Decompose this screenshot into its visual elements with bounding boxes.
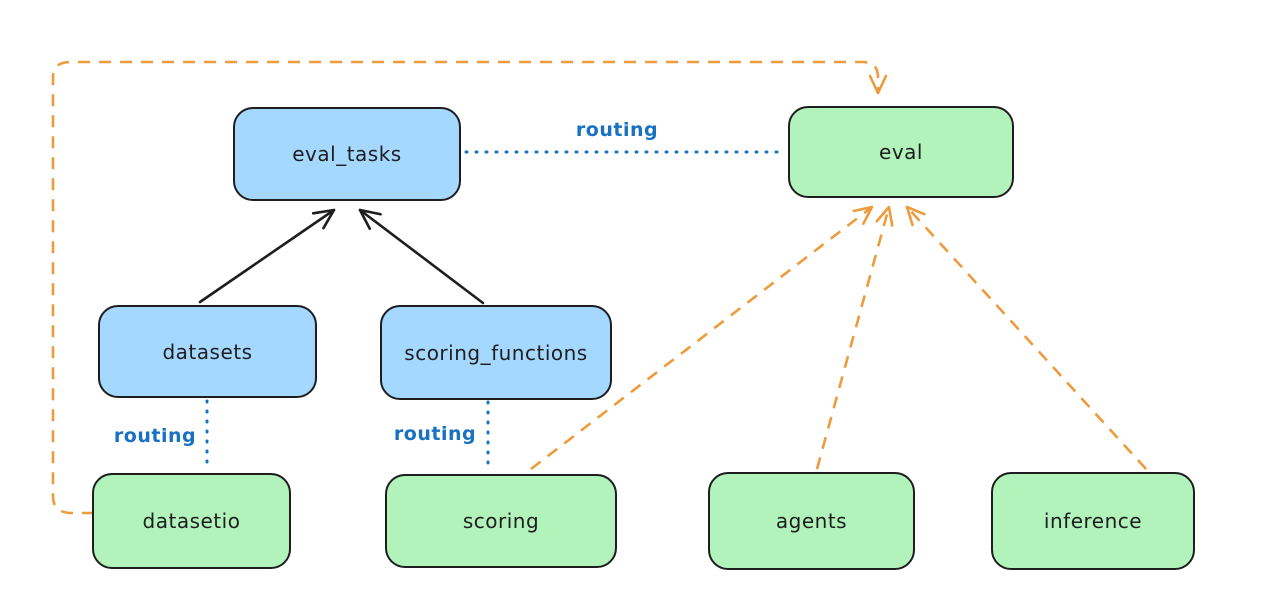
node-inference-label: inference (1043, 509, 1143, 533)
node-agents: agents (708, 472, 915, 570)
node-eval-tasks-label: eval_tasks (292, 142, 402, 166)
node-datasets: datasets (98, 305, 317, 398)
node-agents-label: agents (775, 509, 848, 533)
node-eval: eval (788, 106, 1014, 198)
node-datasets-label: datasets (162, 339, 253, 364)
arrow-scoring-to-eval (530, 205, 874, 471)
node-scoring: scoring (385, 474, 617, 568)
node-scoring-functions: scoring_functions (380, 305, 612, 400)
arrow-datasets-to-eval-tasks (198, 208, 336, 304)
node-eval-label: eval (879, 140, 923, 164)
node-scoring-label: scoring (462, 509, 540, 533)
node-inference: inference (991, 472, 1195, 570)
arrow-inference-to-eval (905, 205, 1147, 470)
edge-label-routing-datasets-datasetio: routing (113, 425, 197, 447)
node-scoring-functions-label: scoring_functions (404, 340, 588, 365)
edge-label-routing-scoring-functions-scoring: routing (393, 423, 477, 445)
arrow-scoring-functions-to-eval-tasks (358, 208, 485, 305)
arrow-agents-to-eval (815, 205, 894, 470)
edge-label-routing-eval-tasks-eval: routing (575, 119, 659, 141)
node-datasetio: datasetio (92, 473, 291, 569)
node-eval-tasks: eval_tasks (233, 107, 461, 201)
node-datasetio-label: datasetio (142, 509, 241, 533)
